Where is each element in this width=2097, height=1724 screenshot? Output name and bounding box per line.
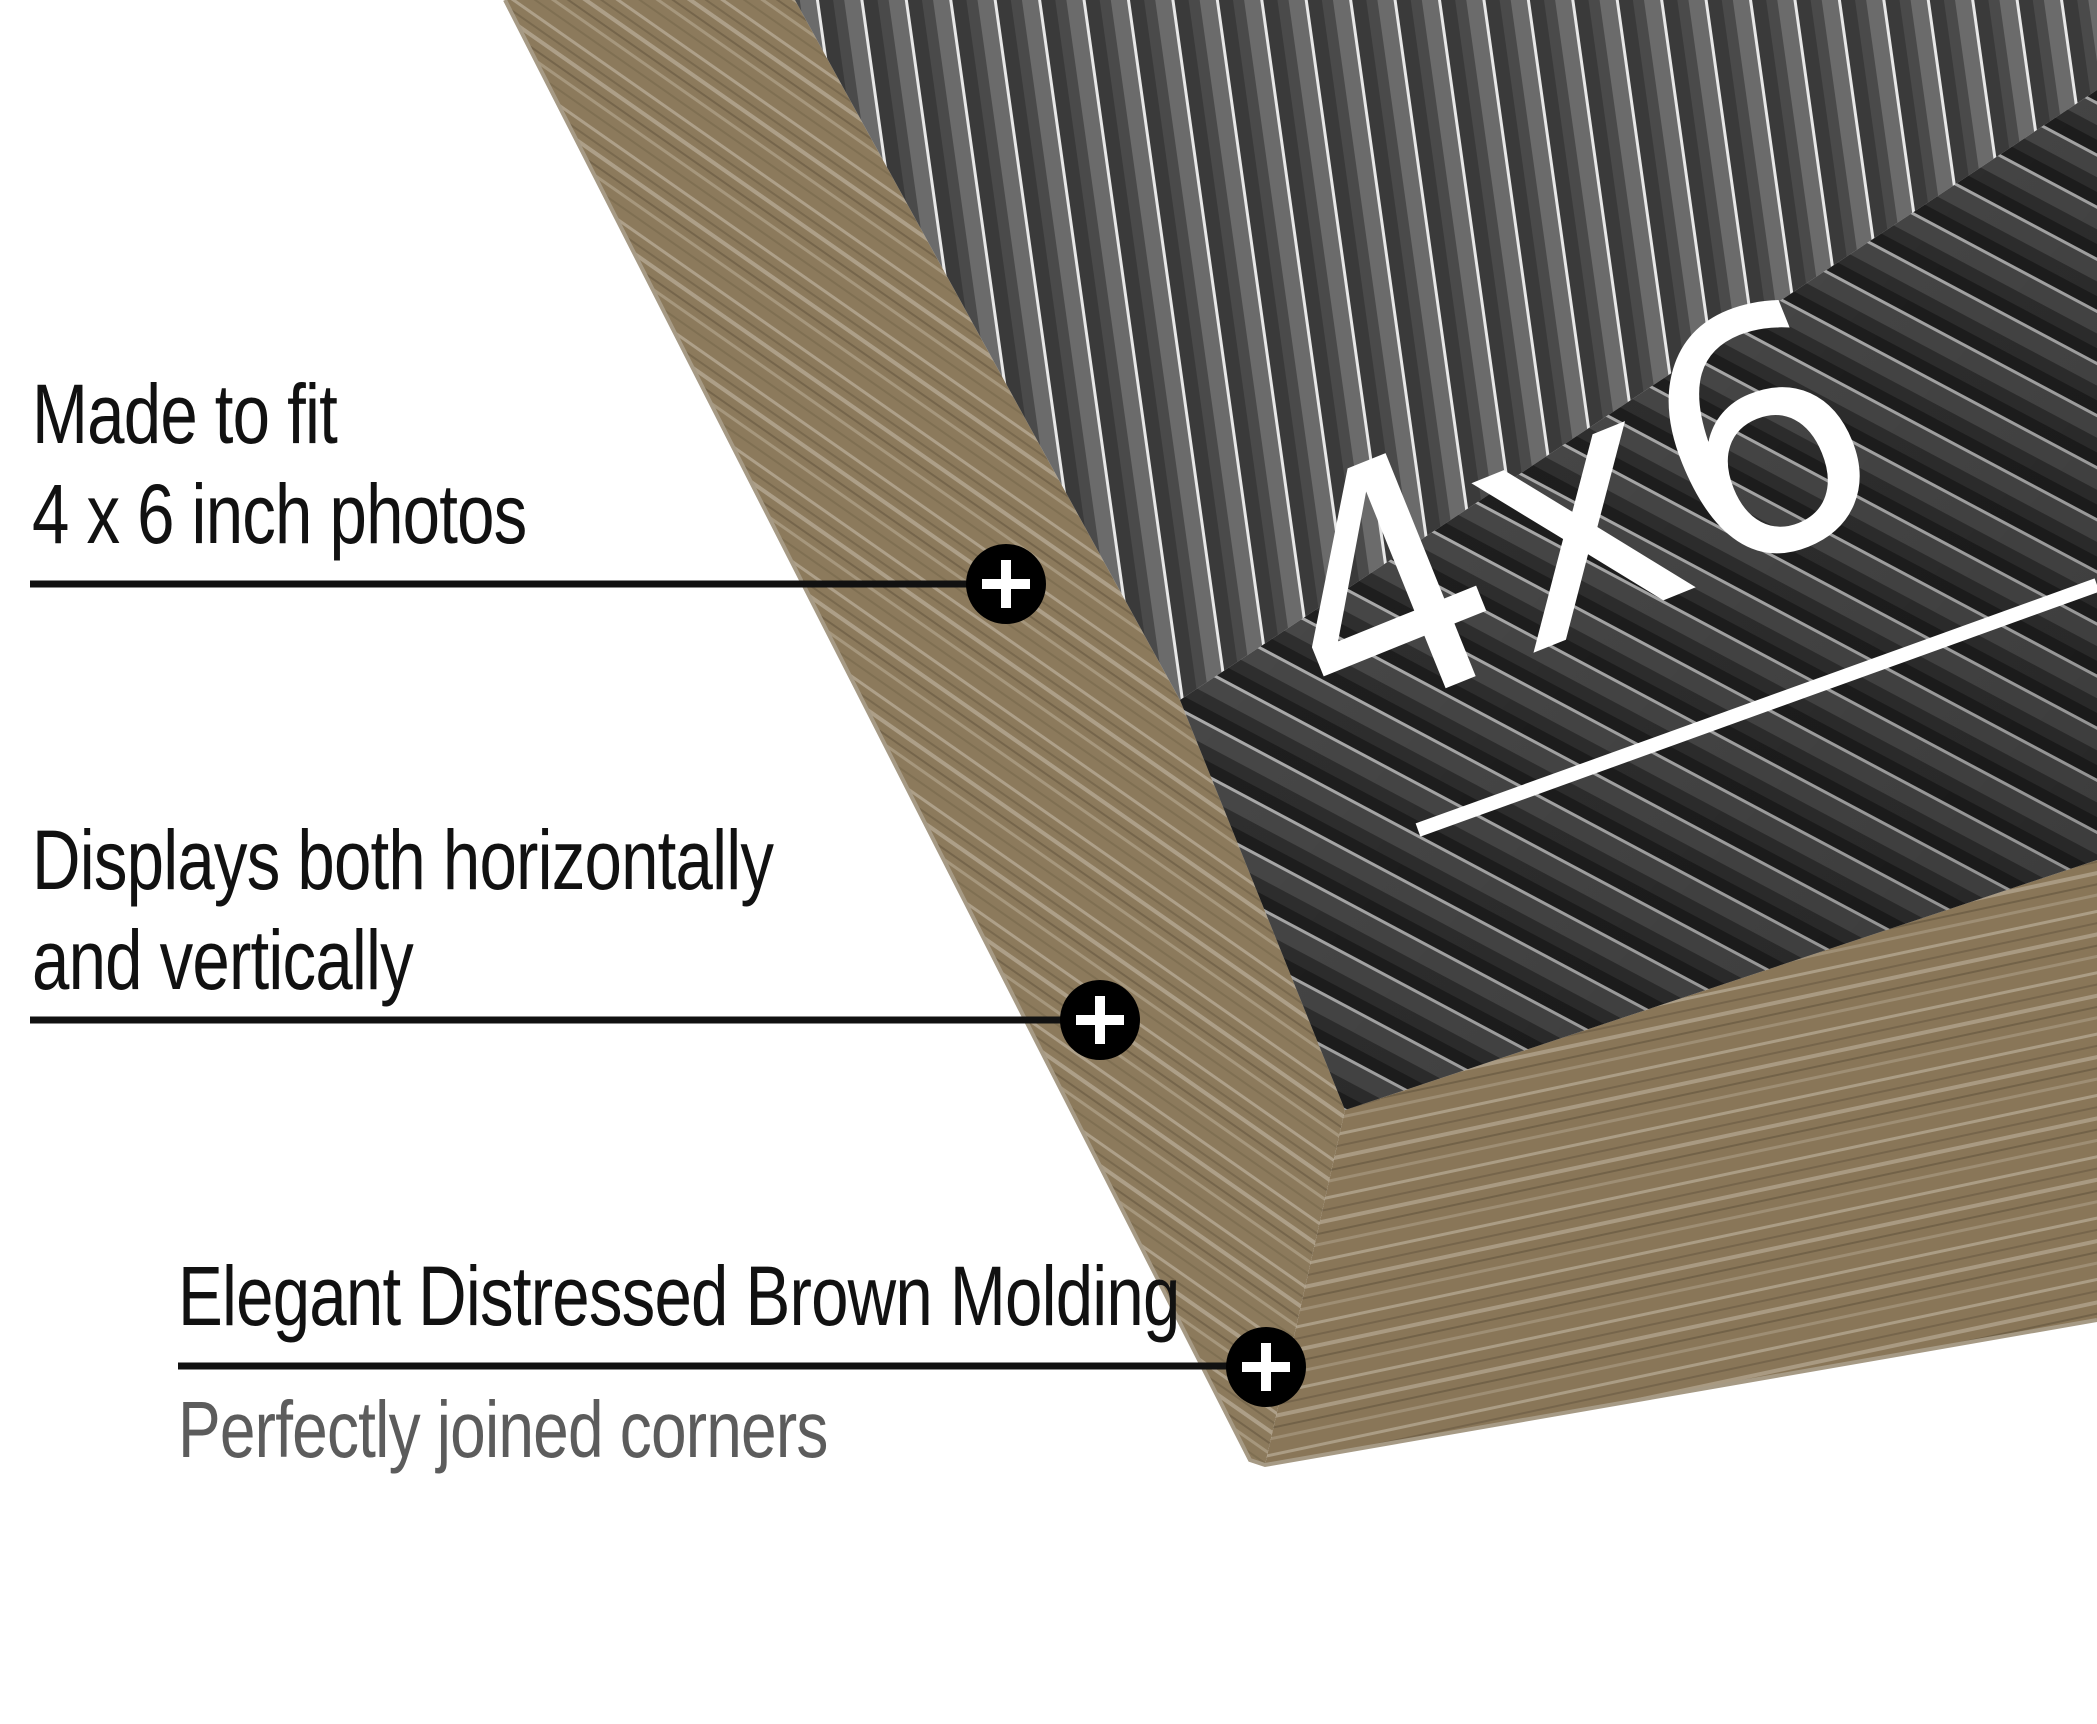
frame-outer-edge (503, 0, 2097, 1468)
photo-shade (1180, 90, 2097, 1110)
callout-1-line-1: Made to fit (32, 367, 338, 461)
callout-3-title: Elegant Distressed Brown Molding (178, 1249, 1180, 1343)
backing-slats (795, 0, 2097, 700)
frame-bottom-molding (1265, 860, 2097, 1465)
callout-3-subtitle: Perfectly joined corners (178, 1385, 828, 1474)
frame-left-molding (505, 0, 1345, 1465)
callout-1-line-2: 4 x 6 inch photos (32, 467, 527, 561)
plus-icon[interactable] (1060, 980, 1140, 1060)
plus-icon[interactable] (1226, 1327, 1306, 1407)
photo-size-underline (1415, 578, 2097, 837)
callout-2-line-1: Displays both horizontally (32, 813, 774, 907)
callout-2-line-2: and vertically (32, 913, 414, 1007)
plus-icon[interactable] (966, 544, 1046, 624)
